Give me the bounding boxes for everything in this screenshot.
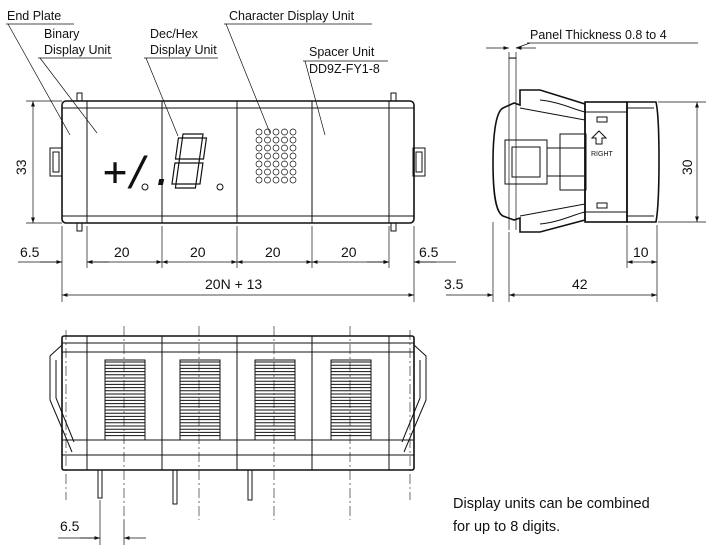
matrix-dot	[264, 176, 271, 184]
matrix-dot	[255, 168, 263, 176]
matrix-dot	[289, 144, 297, 152]
matrix-dot	[281, 168, 288, 176]
seven-segment-digit	[171, 133, 208, 189]
dim-end-right: 6.5	[419, 244, 439, 260]
right-mark: RIGHT	[591, 151, 614, 158]
label-binary-2: Display Unit	[44, 43, 111, 57]
matrix-dot	[264, 168, 271, 176]
dim-end-left: 6.5	[20, 244, 40, 260]
bottom-view	[49, 326, 427, 520]
matrix-dot	[255, 152, 263, 160]
dim-side-height: 30	[679, 159, 695, 175]
matrix-dot	[272, 128, 280, 136]
matrix-dot	[289, 152, 297, 160]
matrix-dot	[281, 128, 288, 136]
matrix-dot	[264, 128, 271, 136]
matrix-dot	[255, 160, 263, 168]
heatsink-fins	[104, 359, 372, 441]
front-labels: End Plate Binary Display Unit Dec/Hex Di…	[6, 9, 388, 137]
matrix-dot	[272, 160, 280, 168]
label-dechex-1: Dec/Hex	[150, 27, 199, 41]
dim-w3: 20	[265, 244, 281, 260]
binary-glyph: +/.	[103, 149, 175, 195]
label-panel-thickness: Panel Thickness 0.8 to 4	[530, 28, 667, 42]
dim-w4: 20	[341, 244, 357, 260]
matrix-dot	[272, 176, 280, 184]
matrix-dot	[255, 144, 263, 152]
side-dimensions: Panel Thickness 0.8 to 4 30 10 42 3.5	[444, 28, 706, 302]
dim-side-ten: 10	[633, 244, 649, 260]
label-spacer: Spacer Unit	[309, 45, 375, 59]
label-dechex-2: Display Unit	[150, 43, 217, 57]
matrix-dot	[255, 128, 263, 136]
dim-height-33: 33	[13, 159, 29, 175]
matrix-dot	[272, 168, 280, 176]
matrix-dot	[281, 160, 288, 168]
dot-matrix	[255, 128, 297, 184]
dim-panel-offset: 3.5	[444, 276, 464, 292]
bottom-dimensions: 6.5	[58, 500, 146, 545]
dim-w1: 20	[114, 244, 130, 260]
matrix-dot	[289, 168, 297, 176]
side-view: RIGHT	[492, 52, 660, 233]
matrix-dot	[281, 176, 288, 184]
label-spacer-model: DD9Z-FY1-8	[309, 62, 380, 76]
note-line-1: Display units can be combined	[453, 496, 650, 512]
matrix-dot	[264, 136, 271, 144]
matrix-dot	[281, 136, 288, 144]
matrix-dot	[289, 176, 297, 184]
note-line-2: for up to 8 digits.	[453, 519, 560, 535]
matrix-dot	[255, 176, 263, 184]
matrix-dot	[289, 160, 297, 168]
matrix-dot	[289, 128, 297, 136]
matrix-dot	[264, 152, 271, 160]
label-end-plate: End Plate	[7, 9, 61, 23]
front-dimensions: 33 6.5 20 20 20 20 6.5 20N + 13	[13, 100, 456, 302]
matrix-dot	[272, 136, 280, 144]
matrix-dot	[272, 152, 280, 160]
front-view: +/.	[49, 92, 426, 232]
dim-total: 20N + 13	[205, 276, 262, 292]
label-character: Character Display Unit	[229, 9, 355, 23]
label-binary-1: Binary	[44, 27, 80, 41]
dim-w2: 20	[190, 244, 206, 260]
dim-bottom-pitch: 6.5	[60, 518, 80, 534]
matrix-dot	[264, 160, 271, 168]
dim-side-depth: 42	[572, 276, 588, 292]
matrix-dot	[289, 136, 297, 144]
right-latch	[412, 147, 426, 177]
matrix-dot	[255, 136, 263, 144]
matrix-dot	[281, 152, 288, 160]
matrix-dot	[272, 144, 280, 152]
matrix-dot	[281, 144, 288, 152]
matrix-dot	[264, 144, 271, 152]
